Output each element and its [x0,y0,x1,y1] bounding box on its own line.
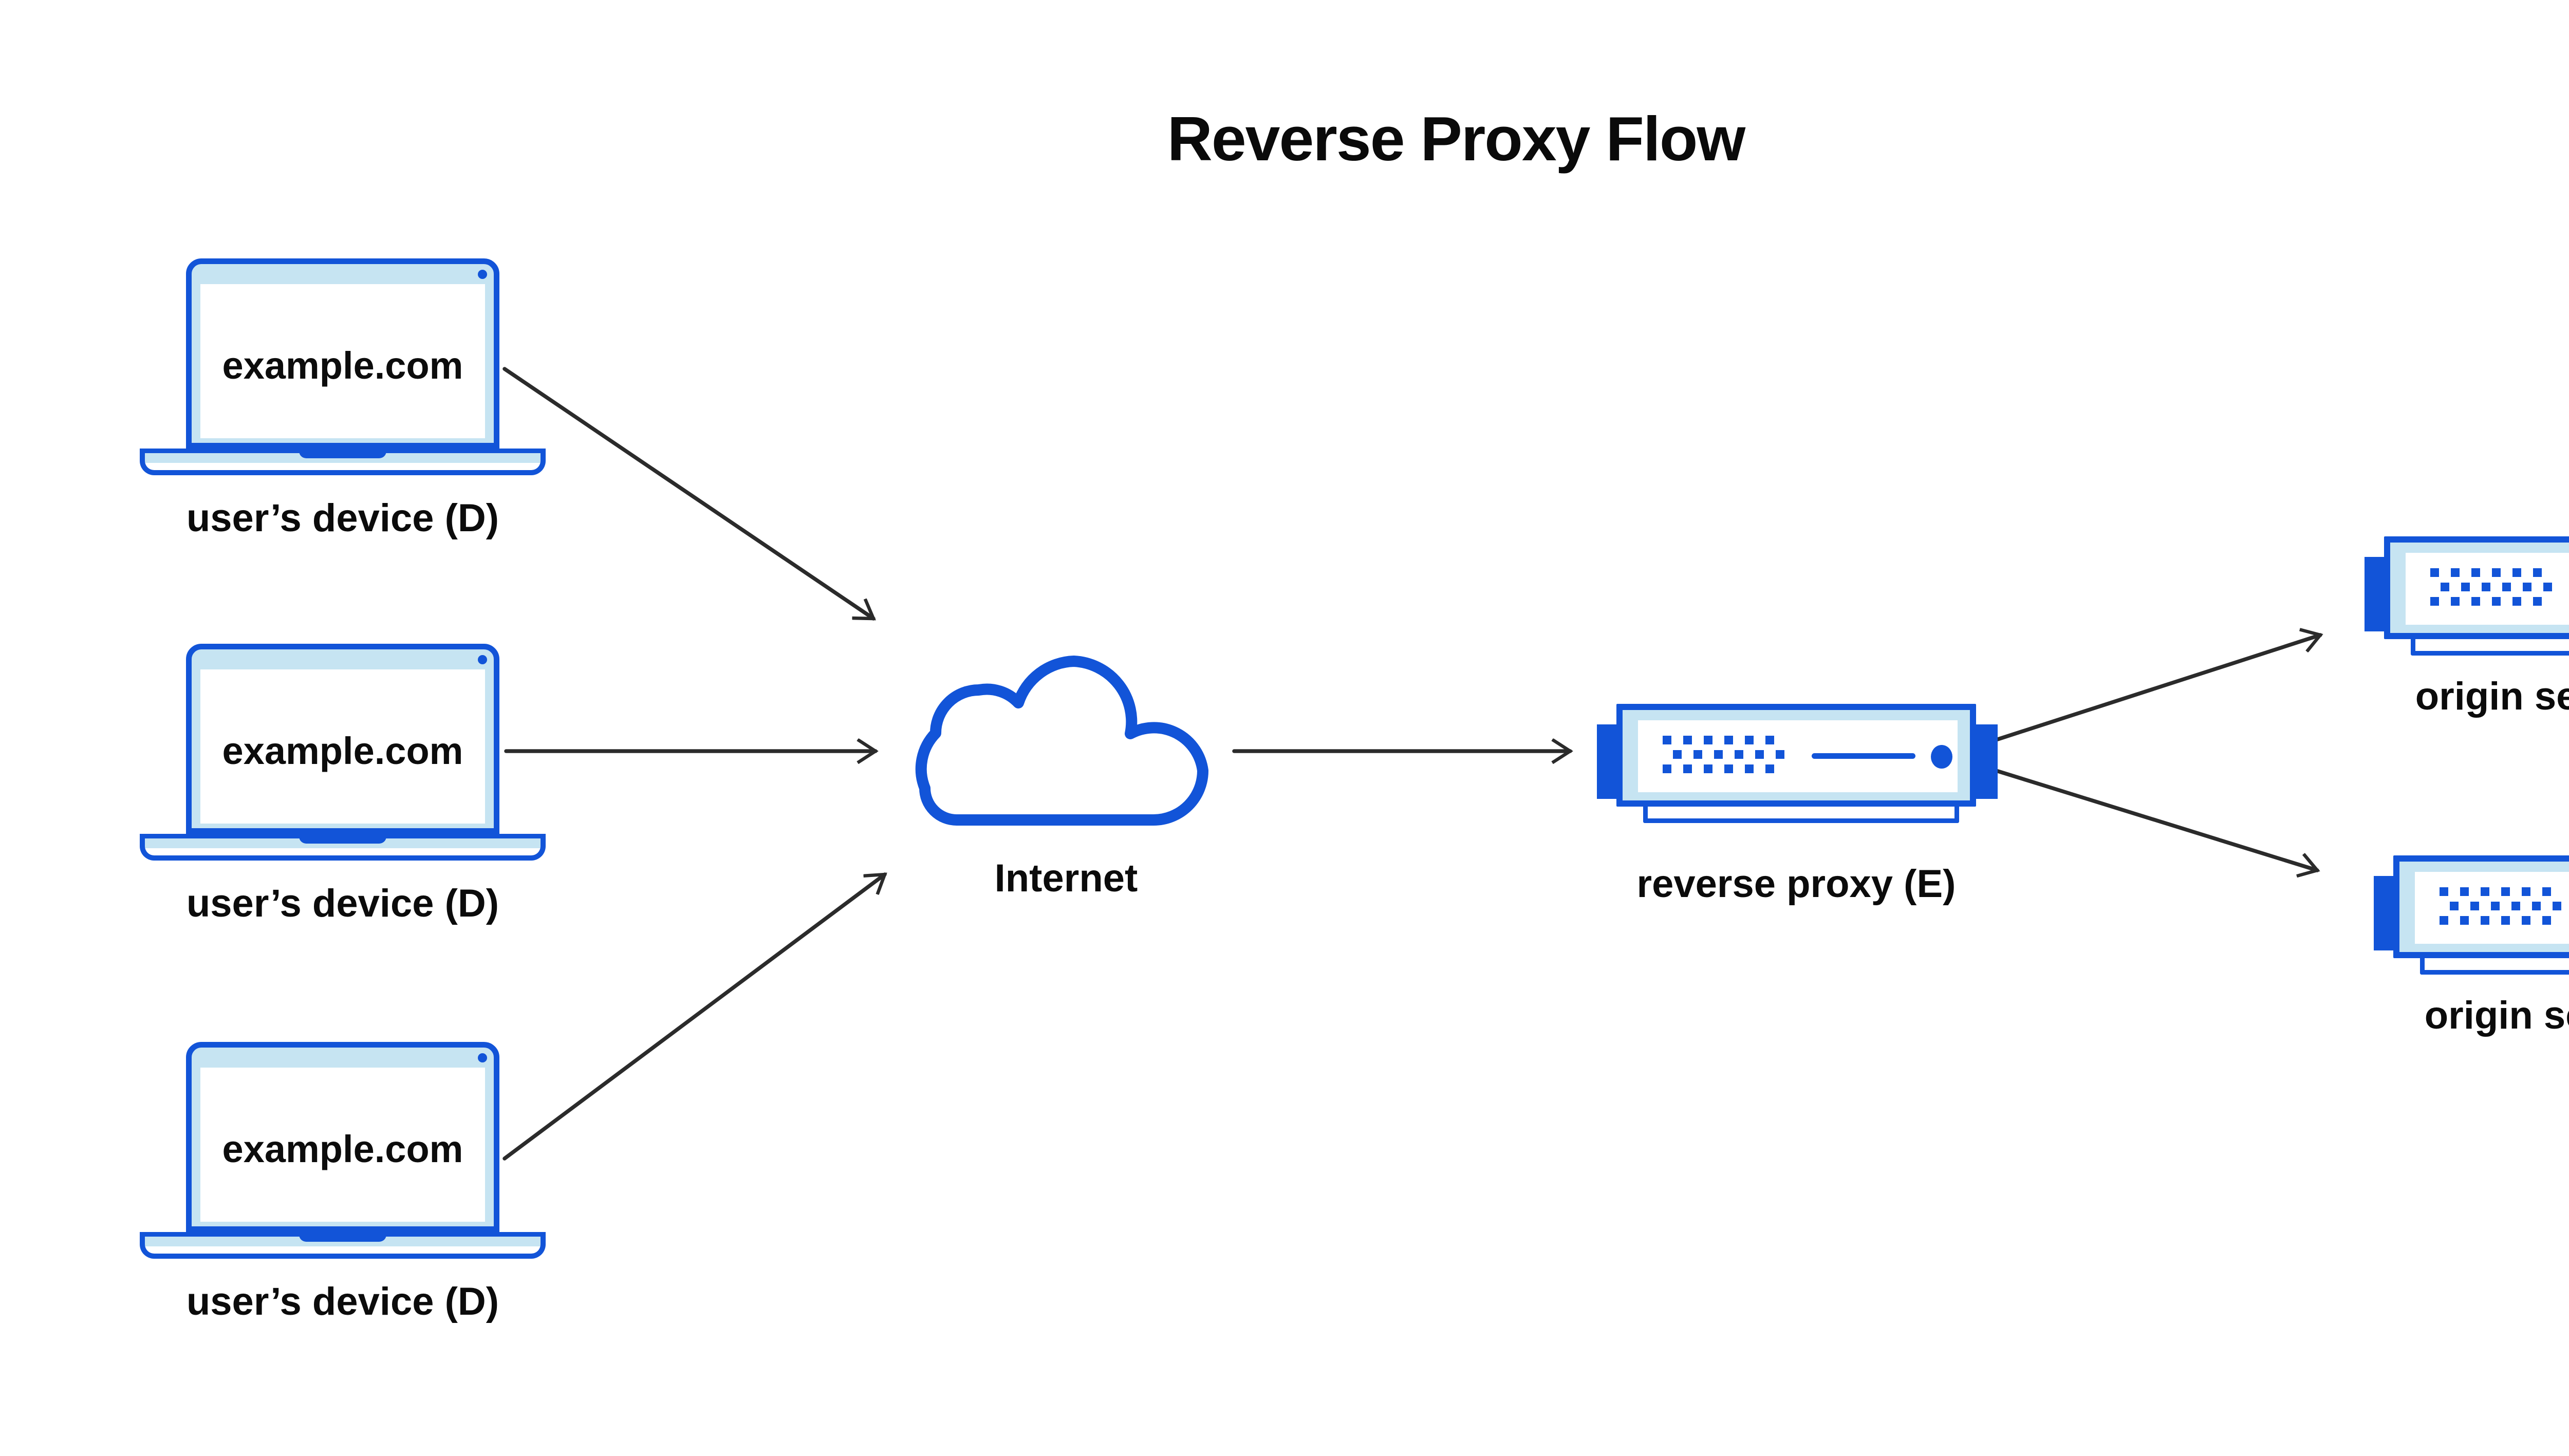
laptop-screen [200,669,485,824]
server-front-panel [2406,553,2569,625]
server-icon [2393,855,2569,958]
camera-dot-icon [478,1053,487,1062]
origin-label: origin server (F) [2415,675,2569,718]
server-vent-dots-icon [1663,736,1786,776]
server-front-panel [2415,872,2569,944]
proxy-label: reverse proxy (E) [1636,862,1956,906]
server-icon [1616,704,1976,807]
user-device-3: example.com user’s device (D) [140,1042,546,1360]
server-front-panel [1638,720,1958,792]
laptop-notch [299,1232,386,1242]
laptop-screen [200,284,485,438]
user-device-2: example.com user’s device (D) [140,644,546,962]
server-icon [2384,536,2569,639]
server-slot-icon [1812,753,1915,759]
arrow-device1-internet [502,367,873,621]
device-label: user’s device (D) [186,496,499,540]
device-screen-text: example.com [222,730,463,772]
arrow-proxy-origin2 [1994,769,2317,870]
device-label: user’s device (D) [186,1280,499,1323]
arrow-device3-internet [502,872,885,1161]
server-led-icon [1931,745,1952,769]
internet-label: Internet [994,856,1138,900]
laptop-notch [299,449,386,458]
arrow-proxy-origin1 [1994,635,2320,742]
camera-dot-icon [478,270,487,279]
origin-label: origin server (F) [2424,994,2569,1037]
user-device-1: example.com user’s device (D) [140,258,546,577]
server-vent-dots-icon [2440,887,2563,927]
device-label: user’s device (D) [186,882,499,925]
device-screen-text: example.com [222,344,463,387]
cloud-icon [915,656,1208,826]
diagram-title: Reverse Proxy Flow [1167,104,1746,174]
camera-dot-icon [478,655,487,664]
server-vent-dots-icon [2430,568,2554,608]
device-screen-text: example.com [222,1128,463,1170]
laptop-screen [200,1068,485,1222]
laptop-notch [299,834,386,844]
